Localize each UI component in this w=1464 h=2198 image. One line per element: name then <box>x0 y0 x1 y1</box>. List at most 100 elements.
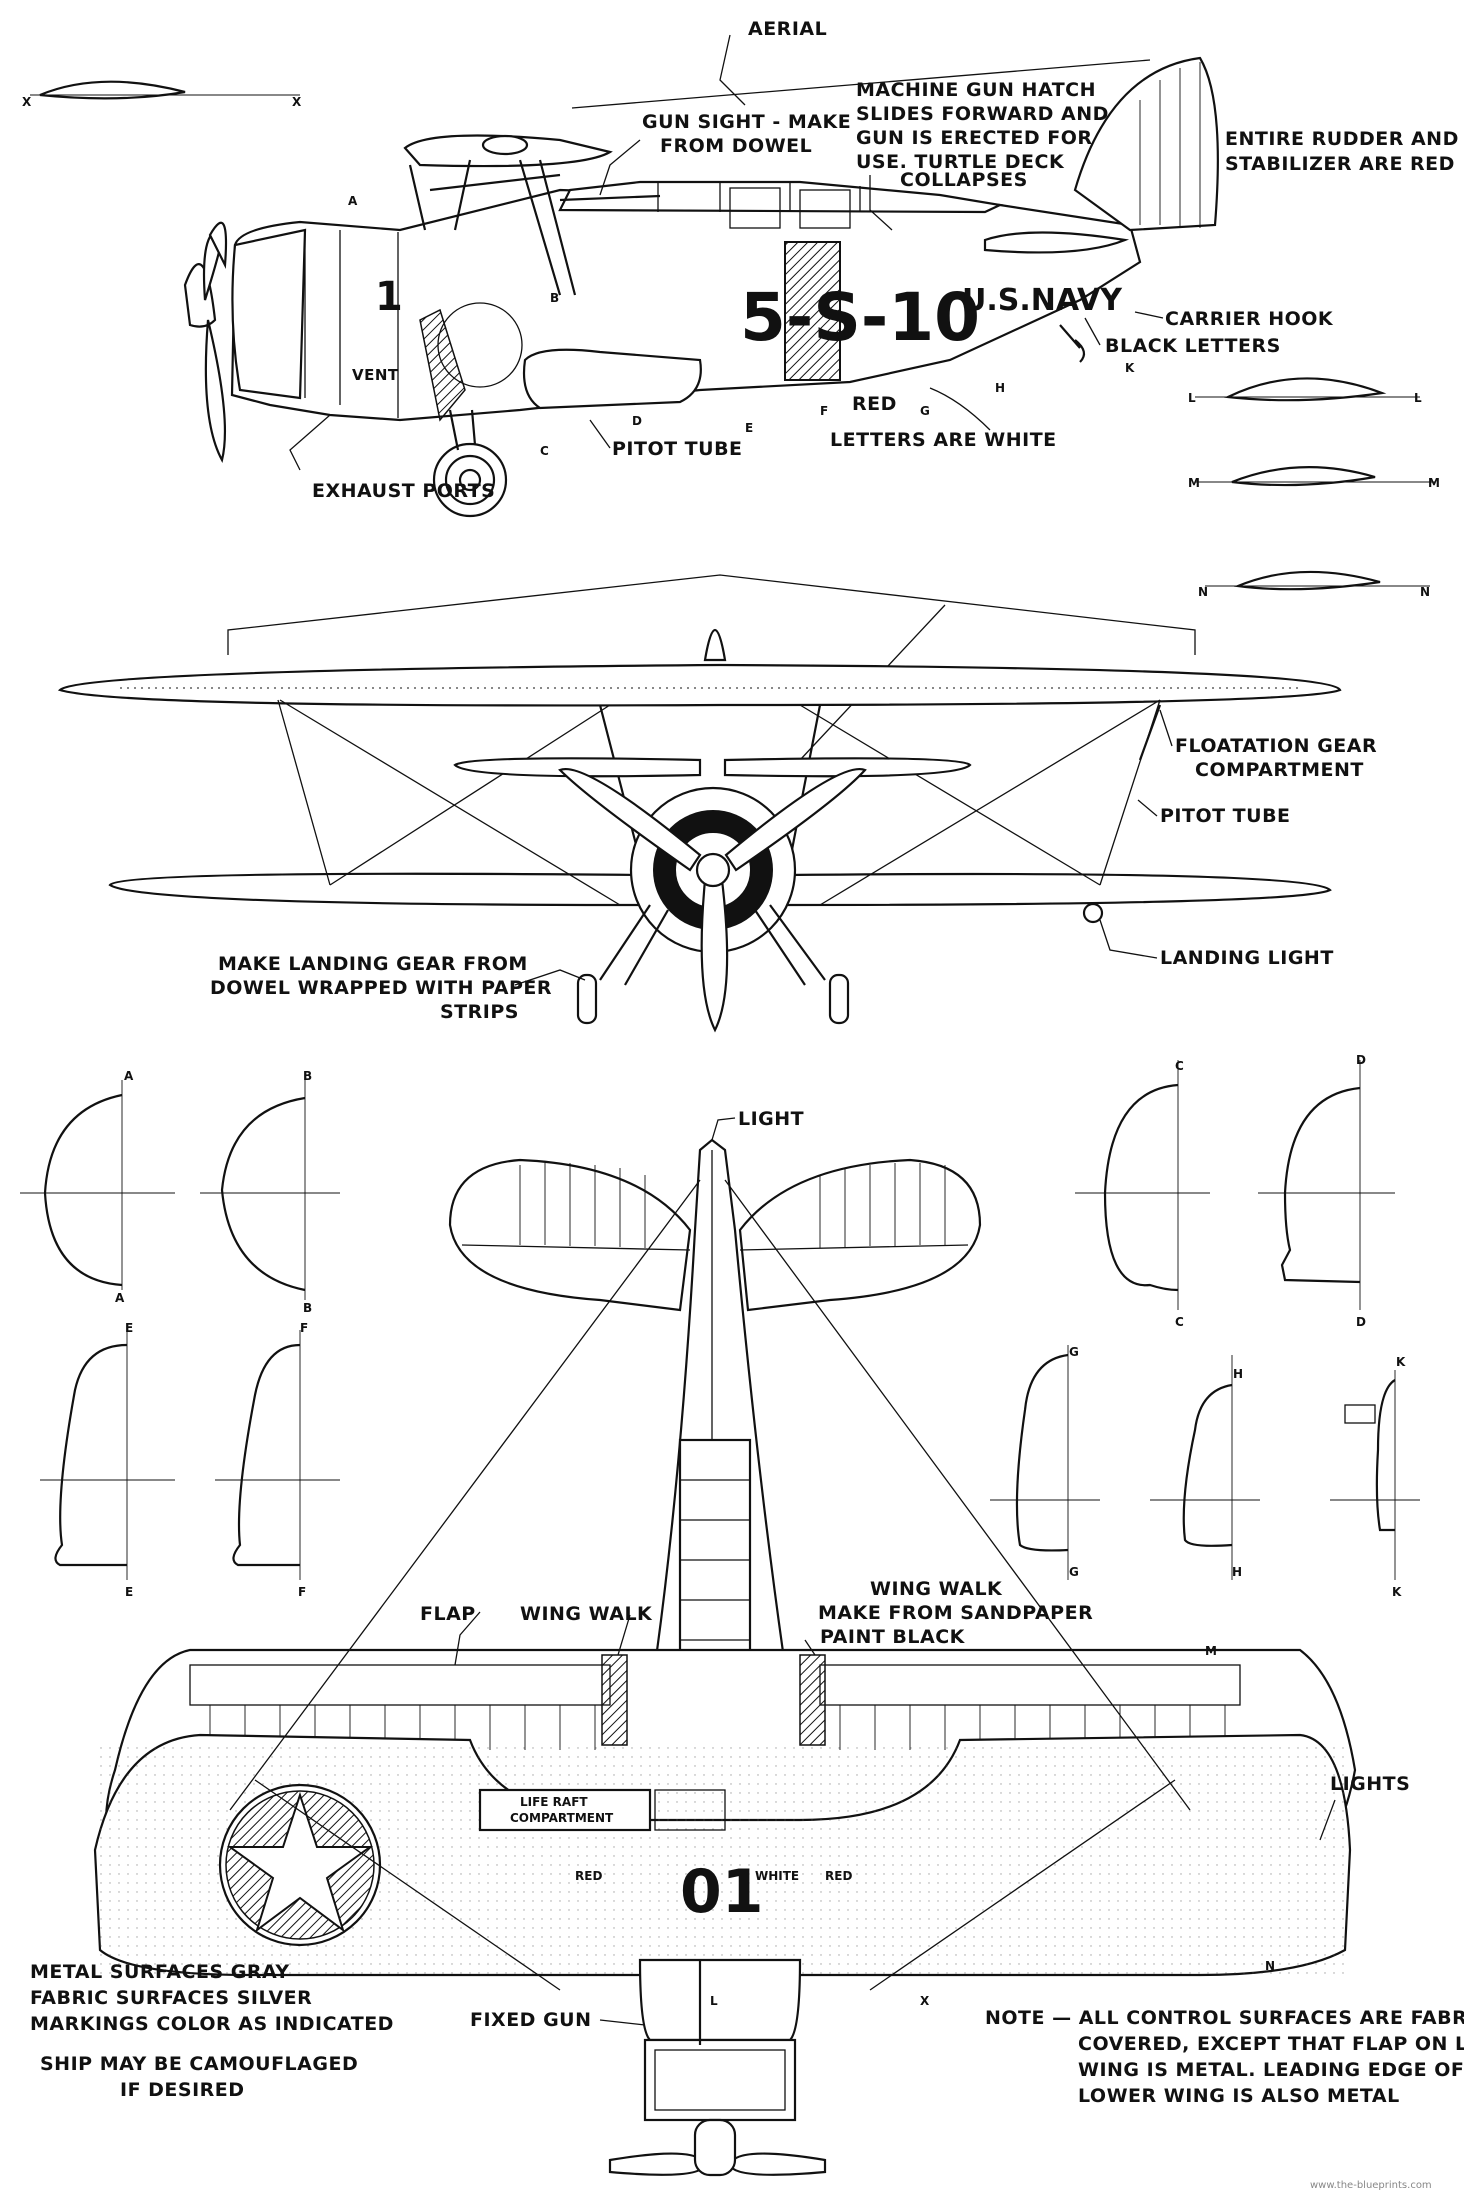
section-h-top: H <box>1233 1367 1243 1381</box>
notes: METAL SURFACES GRAY FABRIC SURFACES SILV… <box>30 1961 1464 2191</box>
section-a: A A <box>20 1069 175 1305</box>
label-exhaust: EXHAUST PORTS <box>312 480 495 502</box>
section-e-top: E <box>125 1321 133 1335</box>
label-hatch-2: SLIDES FORWARD AND <box>856 103 1109 125</box>
section-e: E E <box>40 1321 175 1599</box>
section-mark-c: C <box>540 444 549 458</box>
section-mark-f: F <box>820 404 828 418</box>
section-b-top: B <box>303 1069 312 1083</box>
section-h-bottom: H <box>1232 1565 1242 1579</box>
label-white: WHITE <box>755 1869 799 1883</box>
aerial-wire <box>571 59 1151 109</box>
top-wing-walk-right <box>799 1654 826 1746</box>
section-f: F F <box>215 1321 340 1599</box>
label-pitot: PITOT TUBE <box>612 438 743 460</box>
section-mark-e: E <box>745 421 753 435</box>
section-a-top: A <box>124 1069 134 1083</box>
front-prop-blade-2 <box>724 768 867 872</box>
label-rudder-2: STABILIZER ARE RED <box>1225 153 1455 175</box>
label-red-left: RED <box>575 1869 602 1883</box>
top-life-raft <box>478 1788 652 1832</box>
label-flotation-1: FLOATATION GEAR <box>1175 735 1377 757</box>
label-gear-3: STRIPS <box>440 1001 519 1023</box>
label-front-pitot: PITOT TUBE <box>1160 805 1291 827</box>
label-black-letters: BLACK LETTERS <box>1105 335 1281 357</box>
note-colors-3: MARKINGS COLOR AS INDICATED <box>30 2013 394 2035</box>
label-l: L <box>710 1994 718 2008</box>
label-fixed-gun: FIXED GUN <box>470 2009 592 2031</box>
label-n: N <box>1265 1959 1275 1973</box>
top-view: LIFE RAFT COMPARTMENT 01 LIGHT FLAP WING… <box>93 1108 1410 2177</box>
section-mark-g: G <box>920 404 930 418</box>
label-gun-sight-1: GUN SIGHT - MAKE <box>642 111 851 133</box>
label-letters-white: LETTERS ARE WHITE <box>830 429 1057 451</box>
note-colors-1: METAL SURFACES GRAY <box>30 1961 290 1983</box>
section-c: C C <box>1075 1059 1210 1329</box>
label-wing-walk-r3: PAINT BLACK <box>820 1626 966 1648</box>
front-wheel-left <box>576 973 598 1025</box>
label-hatch-5: COLLAPSES <box>900 169 1028 191</box>
section-b: B B <box>200 1069 340 1315</box>
label-wing-walk: WING WALK <box>520 1603 653 1625</box>
front-lower-wing-left <box>108 872 642 907</box>
front-prop-blade-3 <box>700 878 729 1033</box>
side-navy: U.S.NAVY <box>962 283 1123 318</box>
top-wing-walk-left <box>601 1654 628 1746</box>
label-m: M <box>1205 1644 1217 1658</box>
label-red-right: RED <box>825 1869 852 1883</box>
note-colors-2: FABRIC SURFACES SILVER <box>30 1987 312 2009</box>
section-mark-a: A <box>348 194 358 208</box>
airfoil-n-label-right: N <box>1420 585 1430 599</box>
airfoil-l-label-right: L <box>1414 391 1422 405</box>
label-vent: VENT <box>352 366 399 384</box>
front-upper-wing <box>57 663 1342 707</box>
section-f-top: F <box>300 1321 308 1335</box>
label-wing-walk-r2: MAKE FROM SANDPAPER <box>818 1602 1093 1624</box>
top-prop-right <box>728 2152 827 2176</box>
airfoil-l-label-left: L <box>1188 391 1196 405</box>
top-nose <box>638 1958 802 2042</box>
label-aerial: AERIAL <box>748 18 827 40</box>
label-rudder-1: ENTIRE RUDDER AND <box>1225 128 1459 150</box>
note-camo-2: IF DESIRED <box>120 2079 245 2101</box>
watermark: www.the-blueprints.com <box>1310 2180 1432 2191</box>
note-text-1: NOTE — ALL CONTROL SURFACES ARE FABRIC <box>985 2007 1464 2029</box>
airfoil-m-label-right: M <box>1428 476 1440 490</box>
front-landing-light <box>1082 902 1104 924</box>
label-hatch-1: MACHINE GUN HATCH <box>856 79 1096 101</box>
label-flotation-2: COMPARTMENT <box>1195 759 1364 781</box>
front-lower-wing-right <box>783 872 1332 907</box>
airfoil-m-label-left: M <box>1188 476 1200 490</box>
front-view: FLOATATION GEAR COMPARTMENT PITOT TUBE L… <box>57 574 1377 1033</box>
side-lower-wing <box>522 348 702 410</box>
note-camo-1: SHIP MAY BE CAMOUFLAGED <box>40 2053 358 2075</box>
side-cowl-number: 1 <box>375 274 403 320</box>
label-life-raft-2: COMPARTMENT <box>510 1811 614 1825</box>
section-d-top: D <box>1356 1053 1366 1067</box>
front-tail-fin <box>703 628 727 662</box>
section-h: H H <box>1150 1355 1260 1580</box>
section-e-bottom: E <box>125 1585 133 1599</box>
section-k-top: K <box>1396 1355 1406 1369</box>
label-gun-sight-2: FROM DOWEL <box>660 135 812 157</box>
airfoil-l: L L <box>1188 377 1422 405</box>
label-life-raft-1: LIFE RAFT <box>520 1795 588 1809</box>
cross-sections: A A B B E E F F <box>20 1053 1420 1599</box>
label-gear-2: DOWEL WRAPPED WITH PAPER <box>210 977 552 999</box>
airfoil-n-label-left: N <box>1198 585 1208 599</box>
section-g-top: G <box>1069 1345 1079 1359</box>
section-d-bottom: D <box>1356 1315 1366 1329</box>
section-g-bottom: G <box>1069 1565 1079 1579</box>
section-mark-b: B <box>550 291 559 305</box>
side-cowling <box>231 228 307 400</box>
side-view: 5-S-10 U.S.NAVY 1 A B C D E F G H K AERI… <box>183 18 1459 518</box>
front-prop-blade-1 <box>558 768 702 872</box>
side-code: 5-S-10 <box>740 279 980 356</box>
note-text-3: WING IS METAL. LEADING EDGE OF <box>1078 2059 1464 2081</box>
section-mark-d: D <box>632 414 642 428</box>
top-wing-number: 01 <box>680 1857 764 1927</box>
top-prop-left <box>608 2152 707 2176</box>
airfoil-x: X X <box>22 80 302 109</box>
label-x: X <box>920 1994 930 2008</box>
